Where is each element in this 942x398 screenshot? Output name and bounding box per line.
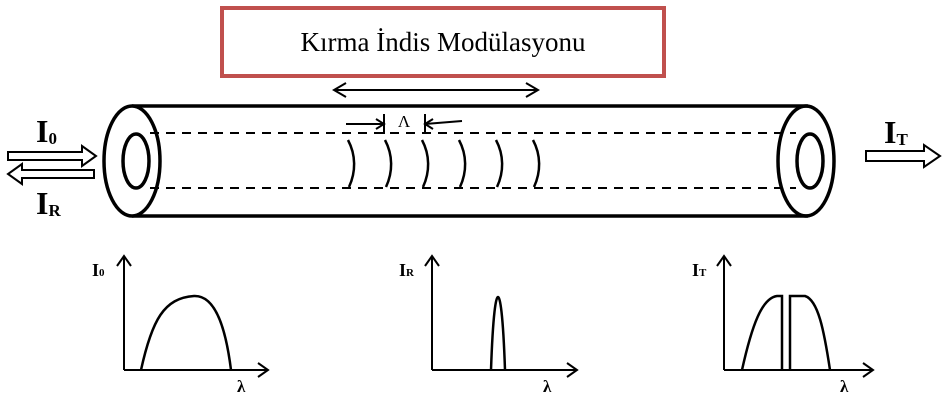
index-modulation-text: Kırma İndis Modülasyonu	[300, 26, 586, 57]
spectrum-curve	[489, 295, 507, 371]
plot-x-label: λ	[543, 377, 552, 396]
grating-period-marker	[346, 114, 463, 134]
incident-spectrum-plot: I0 λ	[92, 254, 270, 396]
plot-y-label: IR	[399, 260, 415, 280]
grating-fringes	[346, 139, 541, 188]
plot-axes	[716, 254, 875, 378]
spectrum-curve	[139, 294, 233, 371]
fiber-left-core	[121, 132, 151, 190]
modulation-span-arrow	[332, 82, 540, 98]
plot-y-label: IT	[692, 260, 707, 280]
plot-x-label: λ	[237, 377, 246, 396]
reflected-beam-arrow	[6, 162, 95, 186]
incident-beam-arrow	[7, 144, 98, 168]
fiber-right-core	[795, 132, 825, 190]
grating-period-symbol: Λ	[398, 112, 411, 131]
reflected-spectrum-plot: IR λ	[399, 254, 579, 396]
fiber-cylinder	[102, 104, 836, 218]
transmitted-beam-label: IT	[884, 114, 908, 150]
plot-y-label: I0	[92, 260, 105, 280]
plot-x-label: λ	[840, 377, 849, 396]
spectrum-curve	[740, 294, 832, 371]
fiber-right-end	[776, 104, 836, 218]
transmitted-spectrum-plot: IT λ	[692, 254, 875, 396]
index-modulation-label: Kırma İndis Modülasyonu	[220, 6, 666, 78]
incident-beam-label: I0	[36, 113, 57, 149]
transmitted-beam-arrow	[865, 143, 942, 169]
reflected-beam-label: IR	[36, 185, 61, 221]
plot-axes	[116, 254, 270, 378]
